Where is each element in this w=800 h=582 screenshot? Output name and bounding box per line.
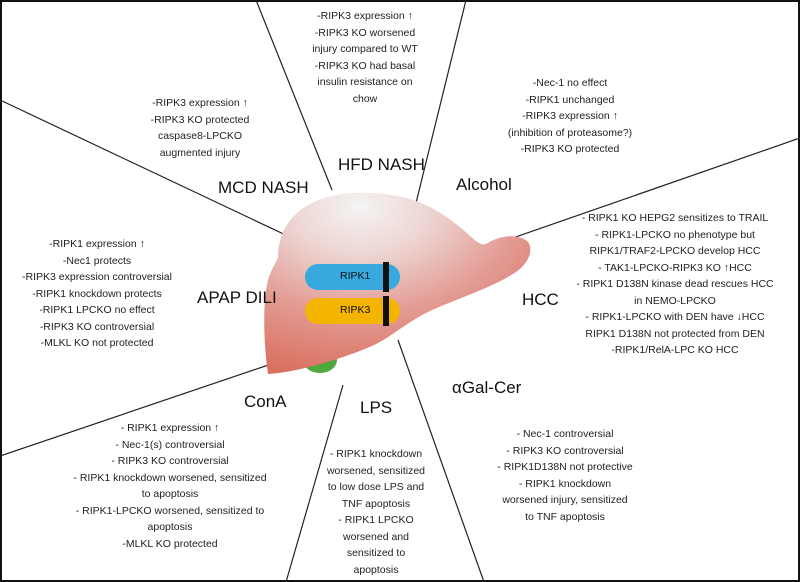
ripk1-pill-body <box>305 264 400 290</box>
mcd-nash-notes: -RIPK3 expression ↑ -RIPK3 KO protected … <box>100 95 300 161</box>
mcd-nash-title: MCD NASH <box>218 178 309 197</box>
ripk3-pill-body <box>305 298 400 324</box>
apap-dili-title: APAP DILI <box>197 288 277 307</box>
divider-line <box>397 339 485 582</box>
note-line: augmented injury <box>159 146 241 159</box>
divider-line <box>0 359 284 457</box>
ripk3-label: RIPK3 <box>340 304 371 316</box>
lps-title: LPS <box>360 398 393 417</box>
note-line: -RIPK1/RelA-LPC KO HCC <box>611 344 739 356</box>
note-line: -RIPK3 expression ↑ <box>152 97 248 109</box>
note-line: - RIPK1-LPCKO no phenotype but <box>595 228 755 241</box>
cona-title: ConA <box>244 392 287 411</box>
note-line: to apoptosis <box>141 488 199 500</box>
note-line: sensitized to <box>346 547 406 559</box>
note-line: RIPK1/TRAF2-LPCKO develop HCC <box>589 245 761 257</box>
alcohol-title: Alcohol <box>456 175 512 194</box>
note-line: - RIPK1 KO HEPG2 sensitizes to TRAIL <box>581 212 769 224</box>
note-line: worsened and <box>343 530 409 543</box>
divider-line <box>483 137 800 249</box>
note-line: -RIPK1 knockdown protects <box>32 287 162 300</box>
note-line: -RIPK3 KO protected <box>150 113 250 126</box>
note-line: - RIPK1-LPCKO with DEN have ↓HCC <box>585 311 765 323</box>
divider-line <box>285 384 344 582</box>
note-line: worsened injury, sensitized <box>502 494 628 506</box>
note-line: caspase8-LPCKO <box>157 130 243 142</box>
cona-notes: - RIPK1 expression ↑ - Nec-1(s) controve… <box>60 420 280 552</box>
divider-line <box>415 0 467 204</box>
note-line: -RIPK3 expression controversial <box>22 271 172 283</box>
note-line: -RIPK3 KO worsened <box>314 26 416 39</box>
ripk1-pill <box>305 262 400 292</box>
lps-notes: - RIPK1 knockdown worsened, sensitized t… <box>306 446 446 578</box>
apap-dili-notes: -RIPK1 expression ↑ -Nec1 protects -RIPK… <box>2 236 192 352</box>
agal-cer-title: αGal-Cer <box>452 378 522 397</box>
note-line: - RIPK1 knockdown worsened, sensitized <box>73 471 267 484</box>
note-line: injury compared to WT <box>312 43 418 55</box>
ripk3-pill-marker <box>383 296 389 326</box>
hfd-nash-title: HFD NASH <box>338 155 425 174</box>
note-line: (inhibition of proteasome?) <box>507 126 633 139</box>
note-line: -RIPK1 expression ↑ <box>49 238 145 250</box>
note-line: -MLKL KO protected <box>122 537 218 550</box>
hcc-title: HCC <box>522 290 559 309</box>
note-line: -RIPK3 KO controversial <box>39 320 155 333</box>
note-line: - RIPK3 KO controversial <box>111 455 229 467</box>
note-line: - RIPK3 KO controversial <box>506 444 624 457</box>
note-line: to low dose LPS and <box>327 481 425 493</box>
agal-cer-notes: - Nec-1 controversial - RIPK3 KO controv… <box>460 426 670 525</box>
hfd-nash-notes: -RIPK3 expression ↑ -RIPK3 KO worsened i… <box>285 8 445 107</box>
note-line: - RIPK1 expression ↑ <box>120 422 220 434</box>
note-line: RIPK1 D138N not protected from DEN <box>585 327 765 340</box>
note-line: - RIPK1-LPCKO worsened, sensitized to <box>75 504 265 517</box>
note-line: - RIPK1 LPCKO <box>338 514 414 526</box>
note-line: -RIPK3 expression ↑ <box>317 10 413 22</box>
note-line: in NEMO-LPCKO <box>634 294 716 307</box>
note-line: -MLKL KO not protected <box>40 337 154 349</box>
divider-line <box>0 99 293 239</box>
alcohol-notes: -Nec-1 no effect -RIPK1 unchanged -RIPK3… <box>470 75 670 158</box>
note-line: - RIPK1 knockdown <box>518 477 612 490</box>
note-line: chow <box>352 92 378 105</box>
note-line: -RIPK1 unchanged <box>525 93 615 106</box>
note-line: - RIPK1 D138N kinase dead rescues HCC <box>576 278 774 290</box>
ripk3-pill <box>305 296 400 326</box>
note-line: - Nec-1 controversial <box>516 428 614 440</box>
hcc-notes: - RIPK1 KO HEPG2 sensitizes to TRAIL - R… <box>565 210 785 359</box>
note-line: - Nec-1(s) controversial <box>115 438 225 451</box>
note-line: -RIPK3 expression ↑ <box>522 110 618 122</box>
note-line: - RIPK1D138N not protective <box>497 461 633 473</box>
note-line: - TAK1-LPCKO-RIPK3 KO ↑HCC <box>598 261 752 274</box>
divider-line <box>255 0 333 191</box>
note-line: -RIPK1 LPCKO no effect <box>39 304 155 316</box>
note-line: insulin resistance on <box>317 76 413 88</box>
note-line: -RIPK3 KO had basal <box>314 59 416 72</box>
note-line: - RIPK1 knockdown <box>329 448 423 460</box>
note-line: -RIPK3 KO protected <box>520 143 620 155</box>
note-line: TNF apoptosis <box>341 497 411 510</box>
note-line: apoptosis <box>353 563 399 576</box>
note-line: -Nec1 protects <box>62 254 132 267</box>
ripk1-pill-marker <box>383 262 389 292</box>
ripk1-label: RIPK1 <box>340 270 371 282</box>
note-line: worsened, sensitized <box>326 464 426 477</box>
note-line: -Nec-1 no effect <box>532 77 608 89</box>
note-line: to TNF apoptosis <box>525 510 605 523</box>
note-line: apoptosis <box>147 521 193 533</box>
